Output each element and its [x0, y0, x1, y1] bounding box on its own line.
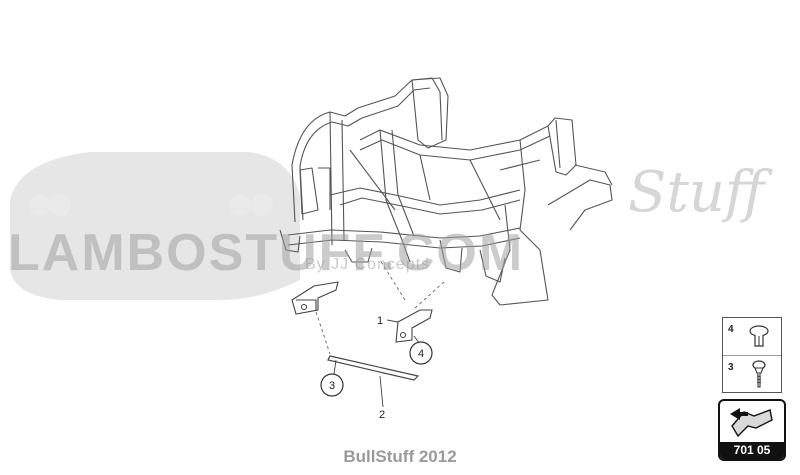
- callout-4-label: 4: [418, 348, 424, 360]
- legend-row-4: 4: [723, 318, 781, 355]
- watermark-script: Stuff: [628, 160, 765, 225]
- callout-1-label: 1: [377, 315, 383, 327]
- group-badge: 701 05: [718, 399, 786, 461]
- part-bracket-1: [395, 309, 433, 343]
- screw-icon: [752, 360, 766, 388]
- callout-3-label: 3: [329, 380, 335, 392]
- group-code: 701 05: [720, 442, 784, 459]
- callout-circle-4: 4: [409, 341, 433, 365]
- footer-caption: BullStuff 2012: [343, 447, 457, 466]
- fastener-legend: 4 3: [722, 317, 782, 393]
- frame-assembly: [279, 77, 613, 306]
- legend-num-4: 4: [728, 324, 734, 335]
- part-bracket-3: [291, 281, 339, 315]
- callout-2-label: 2: [379, 409, 385, 421]
- watermark-sub: By JJ Concepts: [305, 256, 431, 273]
- legend-num-3: 3: [728, 362, 734, 373]
- push-rivet-icon: [749, 325, 769, 347]
- leader-lines: [315, 259, 445, 355]
- arrow-part-icon: [730, 408, 773, 438]
- part-strip-2: [327, 355, 420, 381]
- car-silhouette-watermark: [10, 152, 300, 300]
- callout-circle-3: 3: [320, 373, 344, 397]
- watermark-main: LAMBOSTUFF.COM: [8, 224, 525, 282]
- legend-row-3: 3: [723, 355, 781, 393]
